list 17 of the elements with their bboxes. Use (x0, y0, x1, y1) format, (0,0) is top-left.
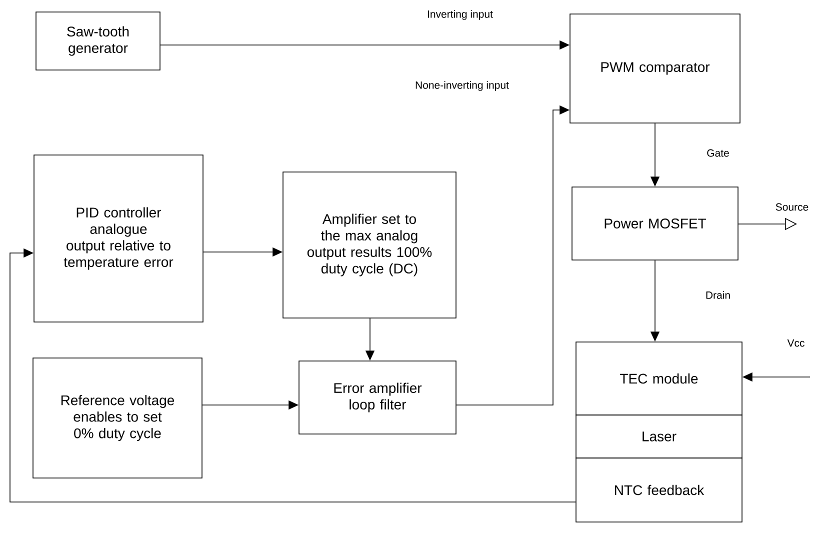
arrow (10, 248, 576, 502)
block-box: Saw-tooth generator (36, 12, 160, 70)
block-box: PID controller analogue output relative to temperature error (34, 154, 204, 322)
edge-label: Vcc (786, 338, 806, 348)
edge-label: Inverting input (426, 9, 494, 21)
edge-label: Gate (706, 148, 730, 158)
block-box: PWM comparator (570, 14, 740, 124)
edge-label: Source (774, 202, 810, 212)
edge-label: Drain (704, 290, 732, 300)
block-box: TEC module (576, 342, 742, 416)
block-box: Laser (576, 414, 742, 458)
block-box: Error amplifier loop filter (298, 360, 456, 434)
block-box: Amplifier set to the max analog output results 100% duty cycle (DC) (282, 172, 456, 318)
block-box: Power MOSFET (572, 186, 738, 260)
block-box: Reference voltage enables to set 0% duty cycle (32, 358, 202, 478)
block-box: NTC feedback (576, 458, 742, 522)
edge-label: None-inverting input (414, 80, 510, 92)
